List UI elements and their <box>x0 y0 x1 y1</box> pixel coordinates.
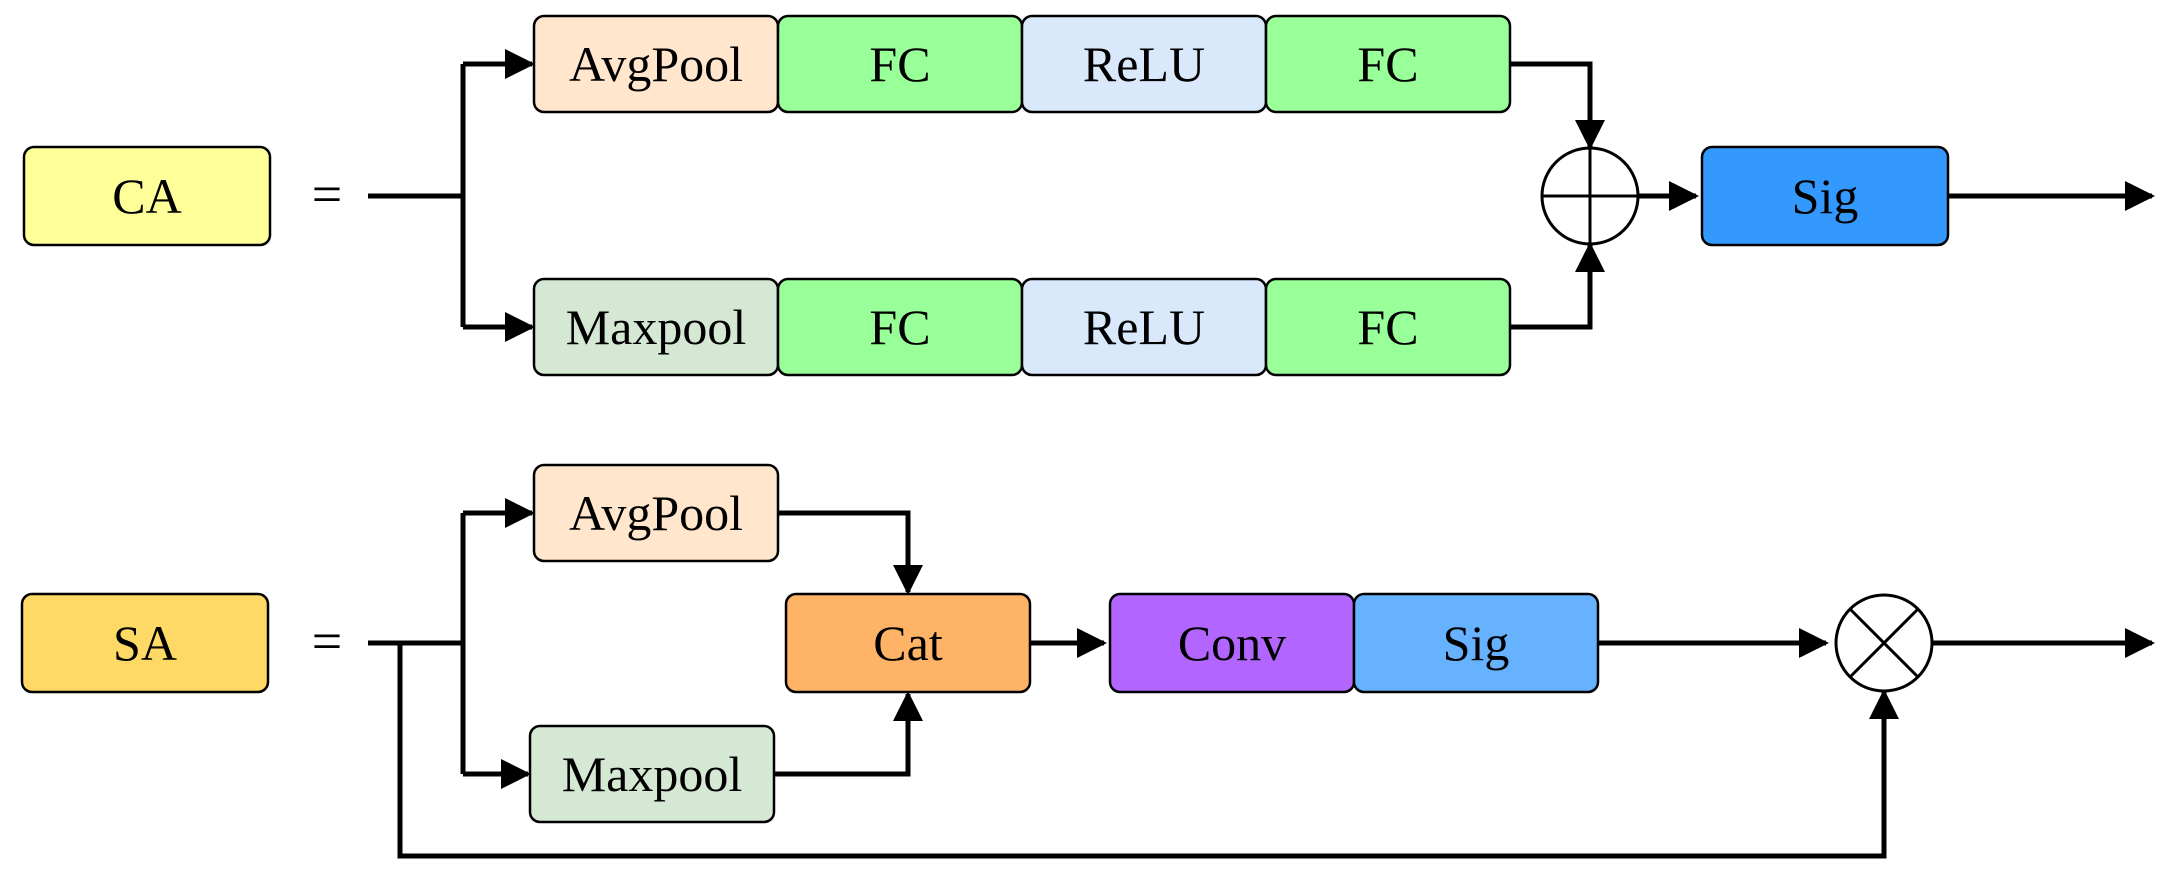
sa-maxpool-label: Maxpool <box>562 746 743 802</box>
sa-equals-sign: = <box>312 611 342 671</box>
ca-bottom-fc2-label: FC <box>1357 299 1418 355</box>
sa-label: SA <box>113 615 177 671</box>
ca-top-fc1-box: FC <box>776 14 1024 114</box>
ca-top-avgpool-label: AvgPool <box>569 36 743 92</box>
ca-sig-box: Sig <box>1700 145 1950 247</box>
ca-sig-label: Sig <box>1792 168 1859 224</box>
sa-multiply-icon <box>1834 593 1934 693</box>
sa-avgpool-to-cat-wire <box>778 510 923 595</box>
sa-input-split-wire <box>368 513 466 774</box>
sa-conv-box: Conv <box>1108 592 1356 694</box>
sa-sig-rect <box>1352 592 1600 694</box>
ca-bottom-relu-box: ReLU <box>1020 277 1268 377</box>
ca-bottom-fc1-label: FC <box>869 299 930 355</box>
ca-top-fc1-label: FC <box>869 36 930 92</box>
sa-module: SA = AvgPool Maxpool Cat Conv Sig <box>20 463 2155 859</box>
ca-input-split-wire <box>368 64 466 327</box>
ca-label: CA <box>112 168 181 224</box>
sa-maxpool-box: Maxpool <box>528 724 776 824</box>
sa-residual-wire <box>397 643 1899 859</box>
ca-top-fc2-label: FC <box>1357 36 1418 92</box>
ca-top-fc2-box: FC <box>1264 14 1512 114</box>
ca-bottom-fc2-rect <box>1264 277 1512 377</box>
sa-label-box: SA <box>20 592 270 694</box>
ca-top-avgpool-box: AvgPool <box>532 14 780 114</box>
sa-avgpool-rect <box>532 463 780 563</box>
ca-bottom-branch-to-add-wire <box>1510 242 1605 330</box>
ca-bottom-relu-label: ReLU <box>1083 299 1205 355</box>
sa-cat-box: Cat <box>784 592 1032 694</box>
sa-sig-box: Sig <box>1352 592 1600 694</box>
ca-top-relu-label: ReLU <box>1083 36 1205 92</box>
ca-bottom-maxpool-box: Maxpool <box>532 277 780 377</box>
ca-top-fc2-rect <box>1264 14 1512 114</box>
ca-top-relu-box: ReLU <box>1020 14 1268 114</box>
sa-maxpool-to-cat-wire <box>774 691 923 777</box>
ca-add-icon <box>1540 146 1640 246</box>
sa-conv-label: Conv <box>1178 615 1286 671</box>
ca-sig-rect <box>1700 145 1950 247</box>
sa-maxpool-rect <box>528 724 776 824</box>
ca-label-box: CA <box>22 145 272 247</box>
ca-top-branch-to-add-wire <box>1510 61 1605 150</box>
sa-cat-label: Cat <box>873 615 943 671</box>
sa-sig-label: Sig <box>1443 615 1510 671</box>
ca-module: CA = AvgPool FC ReLU FC Maxpool FC <box>22 14 2155 377</box>
ca-bottom-fc2-box: FC <box>1264 277 1512 377</box>
sa-cat-rect <box>784 592 1032 694</box>
ca-bottom-fc1-box: FC <box>776 277 1024 377</box>
ca-equals-sign: = <box>312 164 342 224</box>
sa-label-rect <box>20 592 270 694</box>
sa-avgpool-box: AvgPool <box>532 463 780 563</box>
ca-label-rect <box>22 145 272 247</box>
ca-bottom-maxpool-label: Maxpool <box>566 299 747 355</box>
sa-avgpool-label: AvgPool <box>569 485 743 541</box>
